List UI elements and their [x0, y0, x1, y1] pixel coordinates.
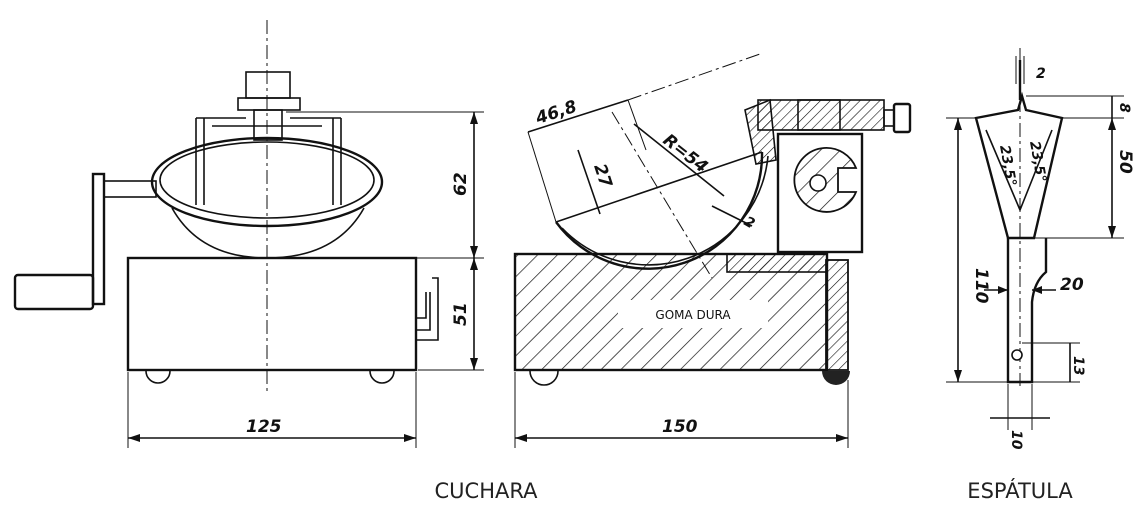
goma-dura-label: GOMA DURA — [655, 308, 731, 322]
section-spoon-rim — [555, 151, 763, 223]
front-bowl-inner — [159, 141, 375, 219]
caption-cuchara: CUCHARA — [435, 479, 539, 503]
dim-spatula-blade: 50 — [1115, 150, 1135, 174]
section-radius-axis — [611, 111, 713, 279]
caption-espatula: ESPÁTULA — [967, 478, 1073, 503]
section-view: GOMA DURA R=54 46,8 27 — [513, 53, 912, 448]
dim-line-chord — [527, 99, 629, 133]
dim-arc-radius: R=54 — [659, 130, 712, 177]
dim-spatula-angle-right: 23,5° — [1026, 140, 1049, 184]
front-screw-collar — [237, 97, 301, 111]
section-top-clamp — [757, 99, 885, 131]
crank-handle — [13, 273, 95, 311]
dim-cuchara-upper-height: 62 — [451, 172, 471, 196]
front-screw-stem — [253, 109, 283, 141]
front-view: 125 62 51 — [13, 20, 484, 448]
crank-arm — [91, 172, 106, 306]
spatula-view: 2 110 8 50 23,5° 23,5° 20 13 10 — [946, 48, 1135, 450]
front-bowl-belly — [171, 207, 365, 259]
dim-section-width: 150 — [662, 417, 698, 437]
front-frame-uprights — [195, 118, 342, 205]
front-base-box — [126, 256, 418, 372]
dim-spatula-width: 20 — [1060, 275, 1084, 295]
section-wheel-left — [529, 370, 559, 386]
dim-spatula-length: 110 — [971, 268, 991, 304]
spatula-handle — [1006, 238, 1048, 384]
dim-cuchara-width: 125 — [246, 417, 282, 437]
dim-spatula-handle: 10 — [1008, 430, 1024, 450]
dim-cuchara-lower-height: 51 — [451, 302, 471, 326]
section-top-strip — [726, 253, 828, 273]
dim-spatula-angle-left: 23,5° — [996, 144, 1019, 188]
front-wheel-left — [145, 370, 171, 384]
dim-line-depth — [577, 149, 601, 215]
section-support-column — [825, 259, 849, 371]
dim-arc-chord: 46,8 — [532, 97, 579, 129]
front-screw-head — [245, 71, 291, 99]
spatula-hole — [1011, 349, 1023, 361]
dim-spatula-top: 8 — [1116, 103, 1132, 113]
section-hinge — [744, 98, 777, 165]
section-wheel-right — [822, 371, 850, 385]
radius-leader — [633, 123, 725, 197]
section-knob — [892, 102, 912, 134]
dim-arc-depth: 27 — [589, 161, 615, 190]
section-spoon-shell — [555, 151, 764, 270]
front-side-bracket — [416, 277, 439, 341]
dim-spatula-tip: 2 — [1036, 66, 1046, 82]
crank-shaft — [103, 180, 157, 198]
front-bowl-outer — [150, 136, 384, 228]
section-frame-box — [776, 132, 864, 254]
dim-spatula-hole: 13 — [1070, 356, 1086, 375]
front-wheel-right — [369, 370, 395, 384]
spatula-blade — [974, 91, 1064, 240]
spatula-blade-inner — [985, 129, 1053, 213]
